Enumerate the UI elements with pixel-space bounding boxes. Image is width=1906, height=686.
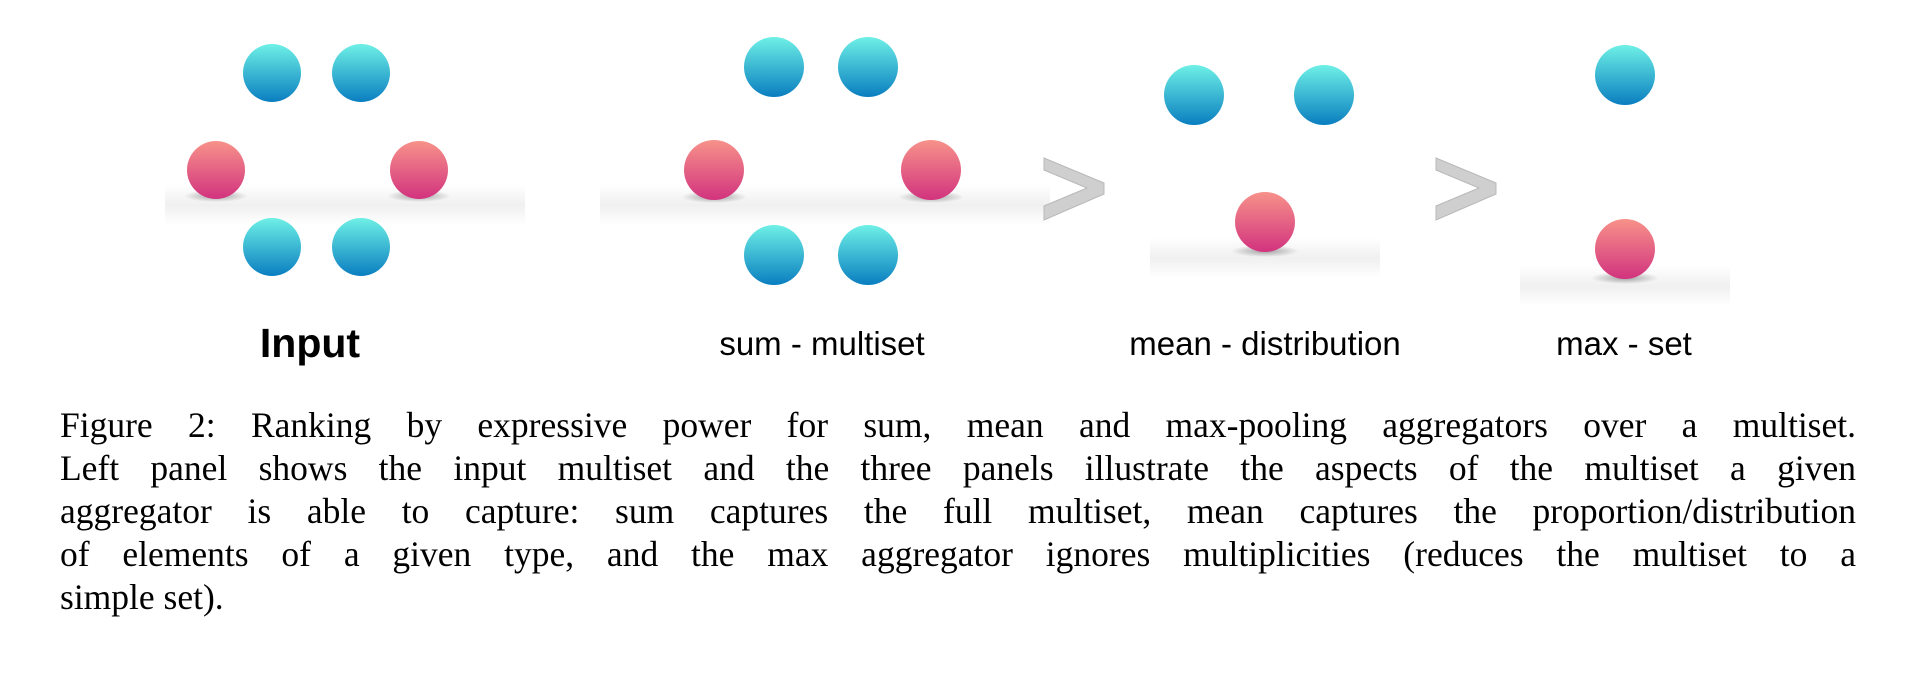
greater-than-icon [1043, 157, 1105, 221]
blue-element [744, 37, 804, 97]
sum-label: sum - multiset [719, 325, 925, 362]
input-label: Input [259, 320, 361, 366]
blue-element [838, 37, 898, 97]
figure-caption: Figure 2: Ranking by expressive power fo… [60, 404, 1856, 619]
blue-element [1595, 45, 1655, 105]
blue-element [243, 218, 301, 276]
blue-element [744, 225, 804, 285]
greater-than-icon [1435, 157, 1497, 221]
caption-line: Left panel shows the input multiset and … [60, 448, 1856, 488]
red-element [1235, 192, 1295, 252]
max-panel [1520, 45, 1730, 306]
blue-element [1294, 65, 1354, 125]
red-element [901, 140, 961, 200]
red-element [390, 141, 448, 199]
caption-line: simple set). [60, 577, 224, 617]
red-element [187, 141, 245, 199]
max-label: max - set [1556, 325, 1692, 362]
caption-line: aggregator is able to capture: sum captu… [60, 491, 1856, 531]
blue-element [332, 218, 390, 276]
aggregator-figure [165, 37, 1730, 306]
mean-label: mean - distribution [1129, 325, 1401, 362]
red-element [684, 140, 744, 200]
blue-element [243, 44, 301, 102]
red-element [1595, 219, 1655, 279]
caption-line: Figure 2: Ranking by expressive power fo… [60, 405, 1856, 445]
blue-element [332, 44, 390, 102]
floor-shadow [600, 185, 1050, 225]
caption-line: of elements of a given type, and the max… [60, 534, 1856, 574]
blue-element [838, 225, 898, 285]
sum-panel [600, 37, 1050, 285]
mean-panel [1150, 65, 1380, 278]
blue-element [1164, 65, 1224, 125]
input-panel [165, 44, 525, 276]
